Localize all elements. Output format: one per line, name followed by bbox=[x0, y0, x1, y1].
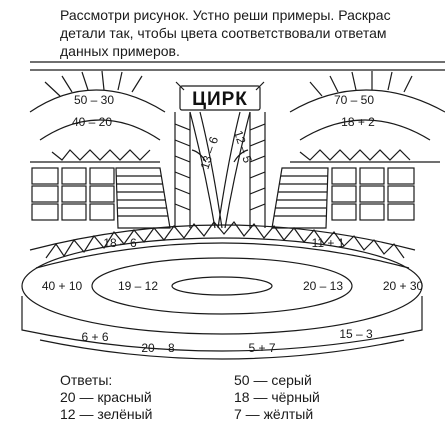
expr-curtain-left: 13 – 6 bbox=[198, 135, 222, 171]
answer-key-right-column: 50 — серый 18 — чёрный 7 — жёлтый bbox=[234, 372, 320, 423]
middle-ring bbox=[91, 257, 353, 315]
expr-top-right-2: 18 + 2 bbox=[341, 115, 375, 129]
left-stairs bbox=[115, 167, 171, 229]
floor-edge bbox=[39, 339, 405, 360]
outer-ring bbox=[21, 237, 423, 335]
expr-top-left-1: 50 – 30 bbox=[74, 93, 114, 107]
answer-key-left-column: Ответы: 20 — красный 12 — зелёный bbox=[60, 372, 153, 423]
circus-sign-board bbox=[179, 85, 261, 111]
expr-top-left-2: 40 – 20 bbox=[72, 115, 112, 129]
sign-brackets bbox=[175, 81, 265, 91]
center-ring bbox=[171, 276, 273, 296]
expr-floor-left: 6 + 6 bbox=[81, 330, 108, 344]
stage-curtains bbox=[189, 111, 251, 229]
expr-floor-center-left: 20 – 8 bbox=[141, 341, 175, 355]
expr-ring-left: 18 – 6 bbox=[103, 236, 137, 250]
instruction-line-1: Рассмотри рисунок. Устно реши примеры. Р… bbox=[60, 7, 391, 23]
task-instructions: Рассмотри рисунок. Устно реши примеры. Р… bbox=[60, 6, 445, 60]
expr-inner-right: 20 – 13 bbox=[303, 279, 343, 293]
answers-title: Ответы: bbox=[60, 372, 113, 388]
right-fan-decoration bbox=[289, 71, 445, 163]
instruction-line-3: данных примеров. bbox=[60, 43, 180, 59]
expr-top-right-1: 70 – 50 bbox=[334, 93, 374, 107]
left-fan-decoration bbox=[29, 70, 166, 163]
expr-inner-left: 19 – 12 bbox=[118, 279, 158, 293]
expr-outer-left: 40 + 10 bbox=[42, 279, 83, 293]
right-stairs bbox=[271, 167, 329, 229]
left-bleachers bbox=[31, 167, 115, 221]
answer-item: 50 — серый bbox=[234, 372, 312, 388]
expr-floor-right: 15 – 3 bbox=[339, 327, 373, 341]
stage-columns bbox=[189, 112, 251, 228]
answer-item: 7 — жёлтый bbox=[234, 406, 314, 422]
answer-item: 12 — зелёный bbox=[60, 406, 153, 422]
answer-item: 18 — чёрный bbox=[234, 389, 320, 405]
answer-item: 20 — красный bbox=[60, 389, 152, 405]
column-zigzag bbox=[174, 123, 266, 211]
expr-floor-center-right: 5 + 7 bbox=[248, 341, 275, 355]
expr-outer-right: 20 + 30 bbox=[383, 279, 424, 293]
instruction-line-2: детали так, чтобы цвета соответствовали … bbox=[60, 25, 387, 41]
ring-barrier bbox=[29, 221, 416, 269]
right-bleachers bbox=[331, 167, 415, 221]
expr-curtain-right: 12 – 5 bbox=[231, 129, 255, 165]
ring-front-wall bbox=[21, 296, 423, 352]
expr-ring-right: 11 + 1 bbox=[312, 236, 345, 250]
circus-sign-text: ЦИРК bbox=[192, 89, 248, 110]
stage-outer-columns bbox=[174, 112, 266, 228]
